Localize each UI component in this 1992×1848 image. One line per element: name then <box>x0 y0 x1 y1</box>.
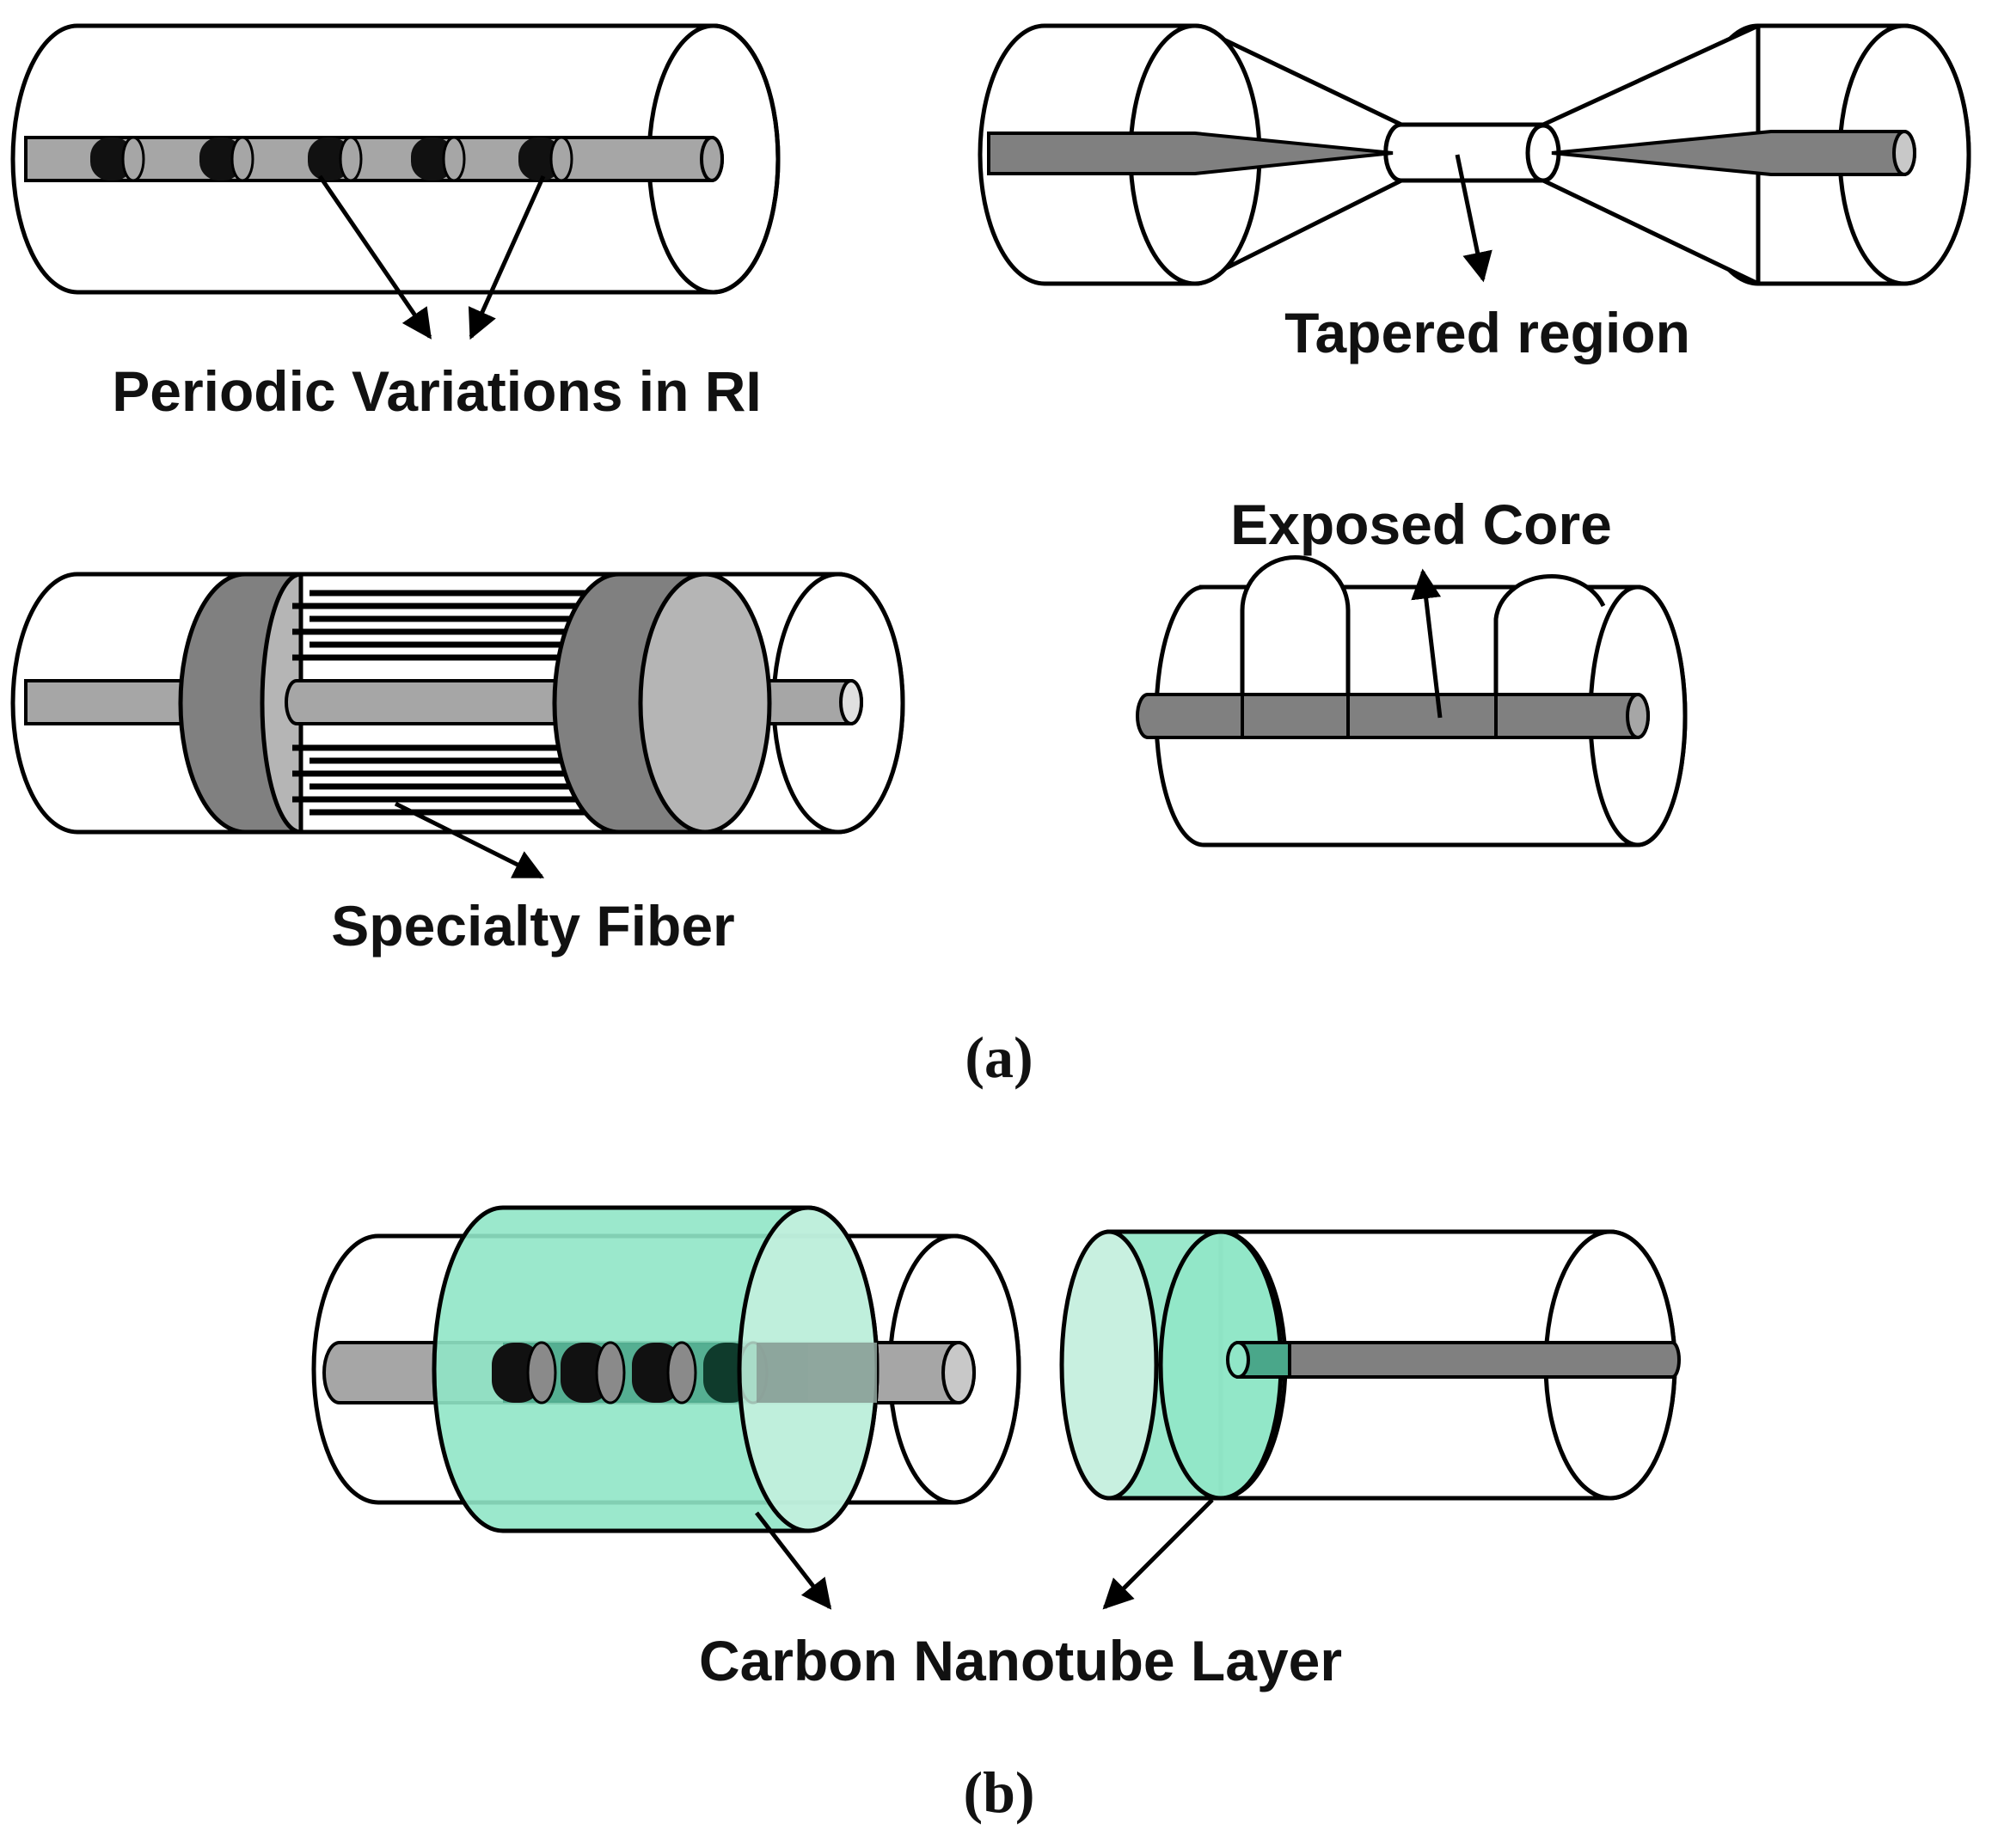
coated-grating-bands <box>492 1341 769 1404</box>
panel-a-caption: (a) <box>965 1025 1033 1090</box>
cnt-coated-grating-diagram <box>311 1205 1021 1610</box>
tapered-region-label: Tapered region <box>1284 301 1690 364</box>
periodic-variations-label: Periodic Variations in RI <box>112 359 762 423</box>
tapered-fiber-diagram: Tapered region <box>978 23 1971 364</box>
panel-b-caption: (b) <box>963 1759 1034 1825</box>
fiber-bragg-grating-diagram: Periodic Variations in RI <box>10 23 781 423</box>
carbon-nanotube-layer-label: Carbon Nanotube Layer <box>699 1629 1342 1692</box>
grating-bands <box>90 136 573 182</box>
exposed-core-label: Exposed Core <box>1230 493 1612 556</box>
exposed-core-diagram: Exposed Core <box>1136 493 1688 848</box>
cnt-coated-endface-diagram <box>1059 1229 1681 1610</box>
specialty-fiber-label: Specialty Fiber <box>331 894 735 958</box>
specialty-fiber-diagram: Specialty Fiber <box>10 572 905 958</box>
